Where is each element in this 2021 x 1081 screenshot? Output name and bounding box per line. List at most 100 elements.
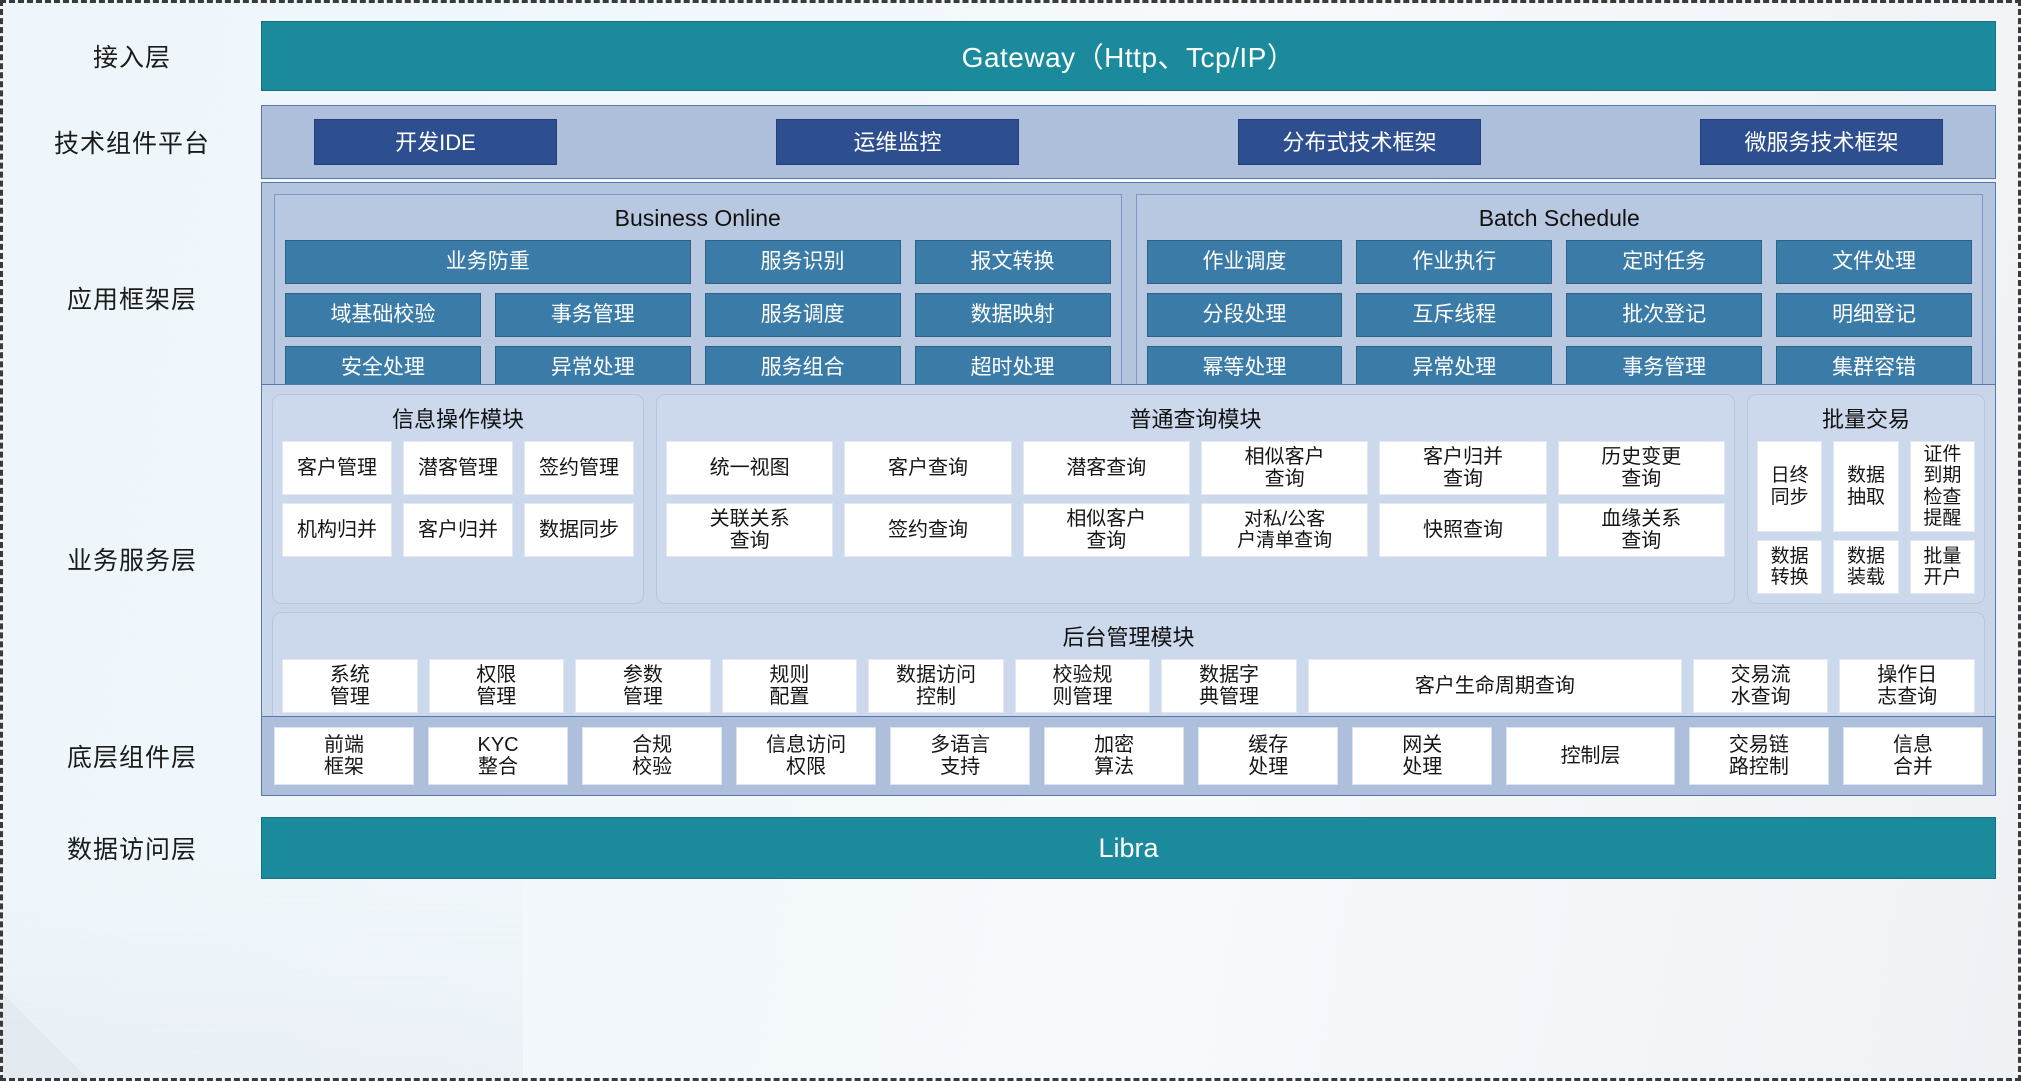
biz-rows-batch-transaction: 日终同步 数据抽取 证件到期检查提醒 数据转换 数据装载 批量开户 xyxy=(1757,440,1975,595)
biz-group-title-common-query: 普通查询模块 xyxy=(1129,406,1262,432)
cell-customer-merge-query[interactable]: 客户归并查询 xyxy=(1379,440,1547,495)
app-chip-file-process[interactable]: 文件处理 xyxy=(1776,239,1972,284)
tech-chip-ide[interactable]: 开发IDE xyxy=(314,119,557,165)
app-framework-panel: Business Online 业务防重 服务识别 报文转换 域基础校验 事务管… xyxy=(261,181,1996,415)
app-chip-domain-validate[interactable]: 域基础校验 xyxy=(285,292,481,337)
app-chip-detail-register[interactable]: 明细登记 xyxy=(1776,292,1972,337)
cell-operation-log-query[interactable]: 操作日志查询 xyxy=(1839,659,1975,714)
app-chip-exception-process[interactable]: 异常处理 xyxy=(494,345,691,390)
layer-body-tech: 开发IDE 运维监控 分布式技术框架 微服务技术框架 xyxy=(261,105,2018,179)
cell-certificate-expiry-reminder[interactable]: 证件到期检查提醒 xyxy=(1909,440,1975,533)
cell-data-load[interactable]: 数据装载 xyxy=(1833,540,1899,595)
cell-prospect-query[interactable]: 潜客查询 xyxy=(1022,440,1190,495)
app-chip-mutex-thread[interactable]: 互斥线程 xyxy=(1356,292,1553,337)
cell-history-change-query[interactable]: 历史变更查询 xyxy=(1557,440,1725,495)
cell-frontend-framework[interactable]: 前端框架 xyxy=(274,727,415,785)
cell-parameter-mgmt[interactable]: 参数管理 xyxy=(575,659,711,714)
app-chip-segment-process[interactable]: 分段处理 xyxy=(1146,292,1343,337)
app-chip-timeout-process[interactable]: 超时处理 xyxy=(914,345,1111,390)
cell-private-public-customer-list-query[interactable]: 对私/公客户清单查询 xyxy=(1200,502,1369,557)
cell-data-extract[interactable]: 数据抽取 xyxy=(1833,440,1899,533)
cell-rule-config[interactable]: 规则配置 xyxy=(721,659,858,714)
cell-lineage-relation-query[interactable]: 血缘关系查询 xyxy=(1557,502,1725,557)
cell-permission-mgmt[interactable]: 权限管理 xyxy=(428,659,565,714)
biz-row: 机构归并 客户归并 数据同步 xyxy=(282,502,634,557)
cell-customer-merge[interactable]: 客户归并 xyxy=(403,502,513,557)
cell-data-dictionary-mgmt[interactable]: 数据字典管理 xyxy=(1161,659,1297,714)
app-group-batch-schedule: Batch Schedule 作业调度 作业执行 定时任务 文件处理 分段处理 … xyxy=(1135,193,1983,403)
biz-row: 统一视图 客户查询 潜客查询 相似客户查询 客户归并查询 历史变更查询 xyxy=(666,440,1725,495)
cell-similar-customer-query[interactable]: 相似客户查询 xyxy=(1200,440,1369,495)
app-chip-data-mapping[interactable]: 数据映射 xyxy=(914,292,1111,337)
cell-customer-query[interactable]: 客户查询 xyxy=(844,440,1012,495)
layer-row-business-service: 业务服务层 信息操作模块 客户管理 潜客管理 签约管理 xyxy=(3,383,2018,734)
cell-data-access-control[interactable]: 数据访问控制 xyxy=(868,659,1004,714)
app-chip-batch-register[interactable]: 批次登记 xyxy=(1566,292,1763,337)
cell-customer-mgmt[interactable]: 客户管理 xyxy=(282,440,392,495)
biz-row: 系统管理 权限管理 参数管理 规则配置 数据访问控制 校验规则管理 数据字典管理… xyxy=(282,659,1975,714)
cell-multilanguage-support[interactable]: 多语言支持 xyxy=(890,727,1031,785)
cell-system-mgmt[interactable]: 系统管理 xyxy=(282,659,418,714)
cell-data-transform[interactable]: 数据转换 xyxy=(1757,540,1823,595)
app-chip-cluster-fault-tolerance[interactable]: 集群容错 xyxy=(1776,345,1972,390)
tech-chip-ops-monitor[interactable]: 运维监控 xyxy=(776,119,1019,165)
cell-eod-sync[interactable]: 日终同步 xyxy=(1757,440,1823,533)
layer-label-business-service: 业务服务层 xyxy=(66,546,197,575)
app-grid-business-online: 业务防重 服务识别 报文转换 域基础校验 事务管理 服务调度 数据映射 xyxy=(285,239,1111,390)
app-chip-idempotent-process[interactable]: 幂等处理 xyxy=(1146,345,1343,390)
cell-batch-account-open[interactable]: 批量开户 xyxy=(1909,540,1975,595)
layer-row-data-access: 数据访问层 Libra xyxy=(3,806,2018,890)
cell-cache-process[interactable]: 缓存处理 xyxy=(1198,727,1339,785)
app-grid-batch-schedule: 作业调度 作业执行 定时任务 文件处理 分段处理 互斥线程 批次登记 明细登记 xyxy=(1146,239,1972,390)
cell-contract-query[interactable]: 签约查询 xyxy=(844,502,1012,557)
app-chip-message-convert[interactable]: 报文转换 xyxy=(914,239,1111,284)
app-chip-service-schedule[interactable]: 服务调度 xyxy=(704,292,901,337)
app-chip-job-schedule[interactable]: 作业调度 xyxy=(1146,239,1343,284)
cell-gateway-process[interactable]: 网关处理 xyxy=(1352,727,1493,785)
app-group-title-batch-schedule: Batch Schedule xyxy=(1478,204,1640,231)
cell-customer-lifecycle-query[interactable]: 客户生命周期查询 xyxy=(1307,659,1682,714)
app-chip-anti-duplicate[interactable]: 业务防重 xyxy=(285,239,691,284)
app-chip-service-identify[interactable]: 服务识别 xyxy=(704,239,901,284)
tech-platform-panel: 开发IDE 运维监控 分布式技术框架 微服务技术框架 xyxy=(261,105,1996,179)
cell-validation-rule-mgmt[interactable]: 校验规则管理 xyxy=(1014,659,1151,714)
tech-chip-strip: 开发IDE 运维监控 分布式技术框架 微服务技术框架 xyxy=(262,106,1995,178)
cell-unified-view[interactable]: 统一视图 xyxy=(666,440,834,495)
cell-data-sync[interactable]: 数据同步 xyxy=(524,502,634,557)
cell-org-merge[interactable]: 机构归并 xyxy=(282,502,392,557)
app-chip-transaction-mgmt-batch[interactable]: 事务管理 xyxy=(1566,345,1763,390)
layer-body-app-framework: Business Online 业务防重 服务识别 报文转换 域基础校验 事务管… xyxy=(261,181,2018,415)
cell-info-merge[interactable]: 信息合并 xyxy=(1842,727,1983,785)
app-chip-transaction-mgmt[interactable]: 事务管理 xyxy=(494,292,691,337)
cell-control-layer[interactable]: 控制层 xyxy=(1506,727,1675,785)
cell-contract-mgmt[interactable]: 签约管理 xyxy=(524,440,634,495)
app-chip-exception-process-batch[interactable]: 异常处理 xyxy=(1356,345,1553,390)
cell-encryption-algorithm[interactable]: 加密算法 xyxy=(1044,727,1185,785)
app-chip-service-compose[interactable]: 服务组合 xyxy=(704,345,901,390)
app-row: 安全处理 异常处理 服务组合 超时处理 xyxy=(285,345,1111,390)
layer-row-app-framework: 应用框架层 Business Online 业务防重 服务识别 报文转换 域 xyxy=(3,181,2018,415)
biz-row: 客户管理 潜客管理 签约管理 xyxy=(282,440,634,495)
tech-chip-microservice-framework[interactable]: 微服务技术框架 xyxy=(1700,119,1943,165)
gateway-bar[interactable]: Gateway（Http、Tcp/IP） xyxy=(261,21,1996,91)
biz-group-title-batch-transaction: 批量交易 xyxy=(1821,406,1910,432)
cell-relation-query[interactable]: 关联关系查询 xyxy=(666,502,834,557)
app-chip-timed-task[interactable]: 定时任务 xyxy=(1566,239,1763,284)
biz-rows-common-query: 统一视图 客户查询 潜客查询 相似客户查询 客户归并查询 历史变更查询 关联关系… xyxy=(666,440,1725,557)
app-chip-job-execute[interactable]: 作业执行 xyxy=(1356,239,1553,284)
libra-bar[interactable]: Libra xyxy=(261,817,1996,879)
cell-transaction-link-control[interactable]: 交易链路控制 xyxy=(1688,727,1829,785)
cell-compliance-check[interactable]: 合规校验 xyxy=(582,727,723,785)
app-row: 分段处理 互斥线程 批次登记 明细登记 xyxy=(1146,292,1972,337)
tech-chip-distributed-framework[interactable]: 分布式技术框架 xyxy=(1238,119,1481,165)
cell-transaction-flow-query[interactable]: 交易流水查询 xyxy=(1692,659,1829,714)
cell-snapshot-query[interactable]: 快照查询 xyxy=(1379,502,1547,557)
app-chip-security-process[interactable]: 安全处理 xyxy=(285,345,481,390)
cell-info-access-permission[interactable]: 信息访问权限 xyxy=(736,727,877,785)
cell-similar-customer-query-2[interactable]: 相似客户查询 xyxy=(1022,502,1190,557)
cell-prospect-mgmt[interactable]: 潜客管理 xyxy=(403,440,513,495)
